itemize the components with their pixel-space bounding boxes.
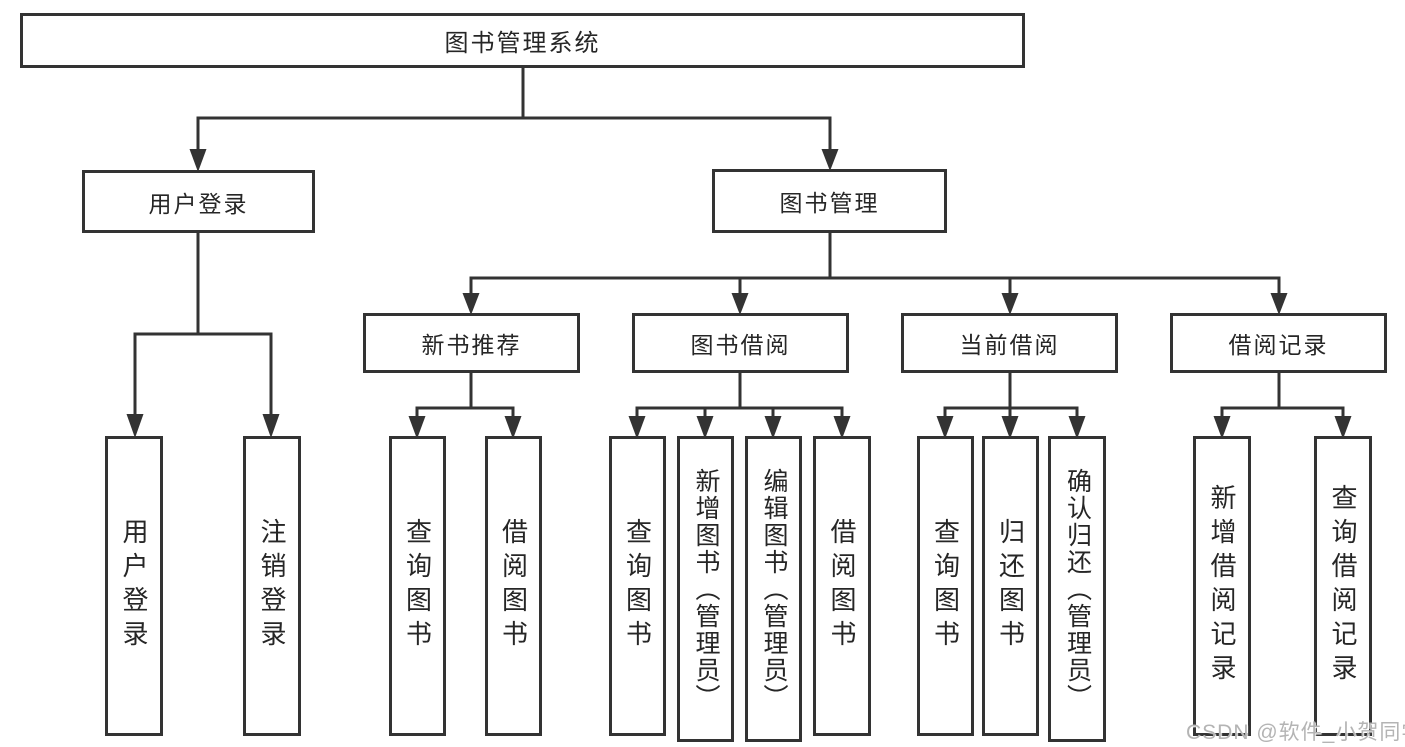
arrowhead xyxy=(462,293,480,315)
arrowhead xyxy=(1001,293,1019,315)
leaf-add-borrow-record: 新增借阅记录 xyxy=(1193,436,1251,736)
leaf-borrow-books: 借阅图书 xyxy=(813,436,871,736)
leaf-query-books: 查询图书 xyxy=(389,436,446,736)
node-user-login: 用户登录 xyxy=(82,170,315,233)
node-current-borrowing: 当前借阅 xyxy=(901,313,1118,373)
node-book-borrowing: 图书借阅 xyxy=(632,313,849,373)
arrowhead xyxy=(821,149,839,171)
arrowhead xyxy=(1270,293,1288,315)
leaf-query-books: 查询图书 xyxy=(609,436,666,736)
arrowhead xyxy=(731,293,749,315)
arrowhead xyxy=(262,414,280,438)
csdn-watermark: CSDN @软件_小贺同学 xyxy=(1186,721,1405,744)
node-new-book-recommend: 新书推荐 xyxy=(363,313,580,373)
leaf-add-books-admin: 新增图书（管理员） xyxy=(677,436,734,742)
leaf-logout: 注销登录 xyxy=(243,436,301,736)
arrowhead xyxy=(189,149,207,172)
leaf-user-login: 用户登录 xyxy=(105,436,163,736)
leaf-query-borrow-record: 查询借阅记录 xyxy=(1314,436,1372,736)
node-book-management: 图书管理 xyxy=(712,169,947,233)
leaf-borrow-books: 借阅图书 xyxy=(485,436,542,736)
arrowhead xyxy=(126,414,144,438)
node-root-library-system: 图书管理系统 xyxy=(20,13,1025,68)
leaf-confirm-return-admin: 确认归还（管理员） xyxy=(1048,436,1106,742)
leaf-query-books: 查询图书 xyxy=(917,436,974,736)
leaf-return-books: 归还图书 xyxy=(982,436,1039,736)
leaf-edit-books-admin: 编辑图书（管理员） xyxy=(745,436,802,742)
node-borrow-records: 借阅记录 xyxy=(1170,313,1387,373)
